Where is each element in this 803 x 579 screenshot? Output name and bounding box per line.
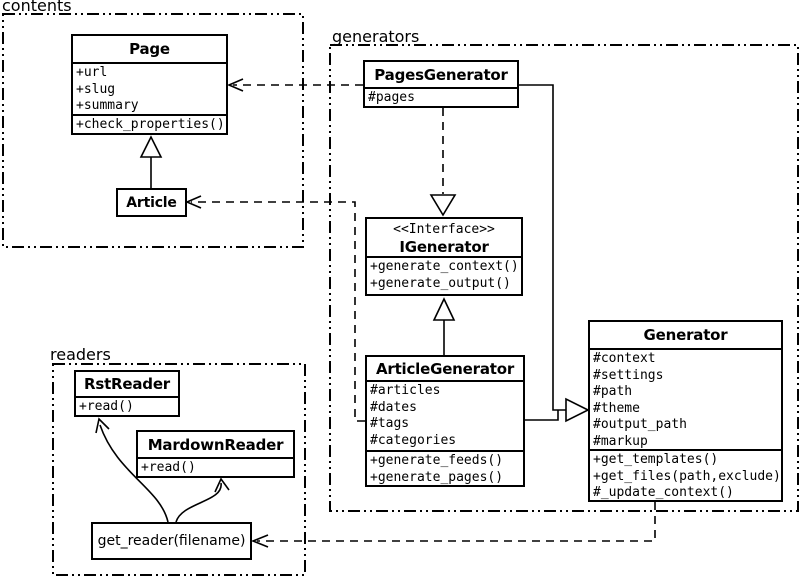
- class-member: +generate_context(): [370, 259, 519, 274]
- class-member: +url: [76, 65, 108, 80]
- class-box-pagesgenerator: PagesGenerator #pages: [363, 60, 519, 108]
- class-member: +summary: [76, 98, 139, 113]
- class-stereotype-igenerator: <<Interface>>: [393, 222, 495, 237]
- class-member: +slug: [76, 81, 116, 97]
- class-attributes-generator: #context#settings#path#theme#output_path…: [590, 348, 781, 449]
- class-member: #theme: [593, 400, 640, 416]
- class-member: #tags: [370, 416, 410, 431]
- class-box-article: Article: [116, 188, 187, 217]
- class-member: +get_files(path,exclude): [593, 468, 781, 484]
- class-member: +read(): [79, 399, 134, 414]
- class-title-generator: Generator: [643, 326, 728, 344]
- dependency-arrow-articlegenerator-to-article: [184, 195, 365, 422]
- node-box-getreader: get_reader(filename): [91, 522, 252, 560]
- class-attributes-page: +url+slug+summary: [73, 62, 226, 114]
- class-methods-markdownreader: +read(): [138, 457, 293, 476]
- class-box-articlegenerator: ArticleGenerator #articles#dates#tags#ca…: [365, 355, 525, 487]
- class-methods-igenerator: +generate_context()+generate_output(): [367, 256, 521, 292]
- class-member: +read(): [141, 460, 196, 475]
- inheritance-arrow-generators-to-generator: [519, 84, 590, 423]
- package-border-readers: [52, 363, 306, 576]
- class-box-generator: Generator #context#settings#path#theme#o…: [588, 320, 783, 502]
- dependency-arrow-generator-to-getreader: [250, 502, 656, 548]
- class-member: #settings: [593, 367, 664, 383]
- class-methods-generator: +get_templates()+get_files(path,exclude)…: [590, 449, 781, 500]
- class-attributes-pagesgenerator: #pages: [365, 87, 517, 106]
- class-box-rstreader: RstReader +read(): [74, 370, 180, 417]
- class-member: #path: [593, 384, 633, 399]
- class-title-rstreader: RstReader: [83, 375, 170, 393]
- class-title-markdownreader: MardownReader: [147, 435, 284, 454]
- class-title-articlegenerator: ArticleGenerator: [375, 359, 515, 378]
- class-member: #markup: [593, 433, 648, 449]
- node-label-getreader: get_reader(filename): [97, 533, 246, 549]
- class-member: #pages: [368, 90, 415, 105]
- inheritance-arrow-articlegenerator-to-igenerator: [432, 297, 456, 355]
- class-box-igenerator: <<Interface>> IGenerator +generate_conte…: [365, 217, 523, 296]
- class-member: #dates: [370, 399, 417, 415]
- inheritance-arrow-article-to-page: [139, 135, 163, 188]
- package-border-generators: [329, 44, 799, 512]
- class-member: +generate_feeds(): [370, 453, 504, 468]
- class-title-page: Page: [129, 40, 170, 58]
- package-label-contents: contents: [2, 0, 72, 15]
- realization-arrow-pagesgenerator-to-igenerator: [429, 108, 457, 217]
- class-header-igenerator: <<Interface>> IGenerator: [367, 219, 521, 256]
- class-title-article: Article: [126, 194, 177, 211]
- package-label-generators: generators: [332, 27, 420, 46]
- class-member: #_update_context(): [593, 485, 734, 500]
- package-border-contents: [2, 13, 304, 248]
- class-member: #output_path: [593, 417, 687, 432]
- class-methods-articlegenerator: +generate_feeds()+generate_pages(): [367, 450, 523, 485]
- arrow-getreader-to-rstreader: [95, 417, 169, 523]
- class-member: #categories: [370, 432, 457, 448]
- class-member: +check_properties(): [76, 117, 225, 132]
- class-title-igenerator: IGenerator: [399, 238, 489, 256]
- class-methods-rstreader: +read(): [76, 396, 178, 415]
- class-member: #context: [593, 351, 656, 366]
- class-member: +generate_pages(): [370, 469, 504, 485]
- arrow-getreader-to-markdownreader: [175, 477, 230, 523]
- class-attributes-articlegenerator: #articles#dates#tags#categories: [367, 380, 523, 450]
- dependency-arrow-pagesgenerator-to-page: [226, 78, 363, 92]
- class-title-pagesgenerator: PagesGenerator: [374, 65, 508, 84]
- class-methods-page: +check_properties(): [73, 114, 226, 133]
- package-label-readers: readers: [50, 345, 111, 364]
- class-box-markdownreader: MardownReader +read(): [136, 430, 295, 478]
- class-box-page: Page +url+slug+summary +check_properties…: [71, 34, 228, 135]
- class-member: +get_templates(): [593, 452, 719, 467]
- class-member: +generate_output(): [370, 275, 511, 291]
- class-member: #articles: [370, 383, 441, 398]
